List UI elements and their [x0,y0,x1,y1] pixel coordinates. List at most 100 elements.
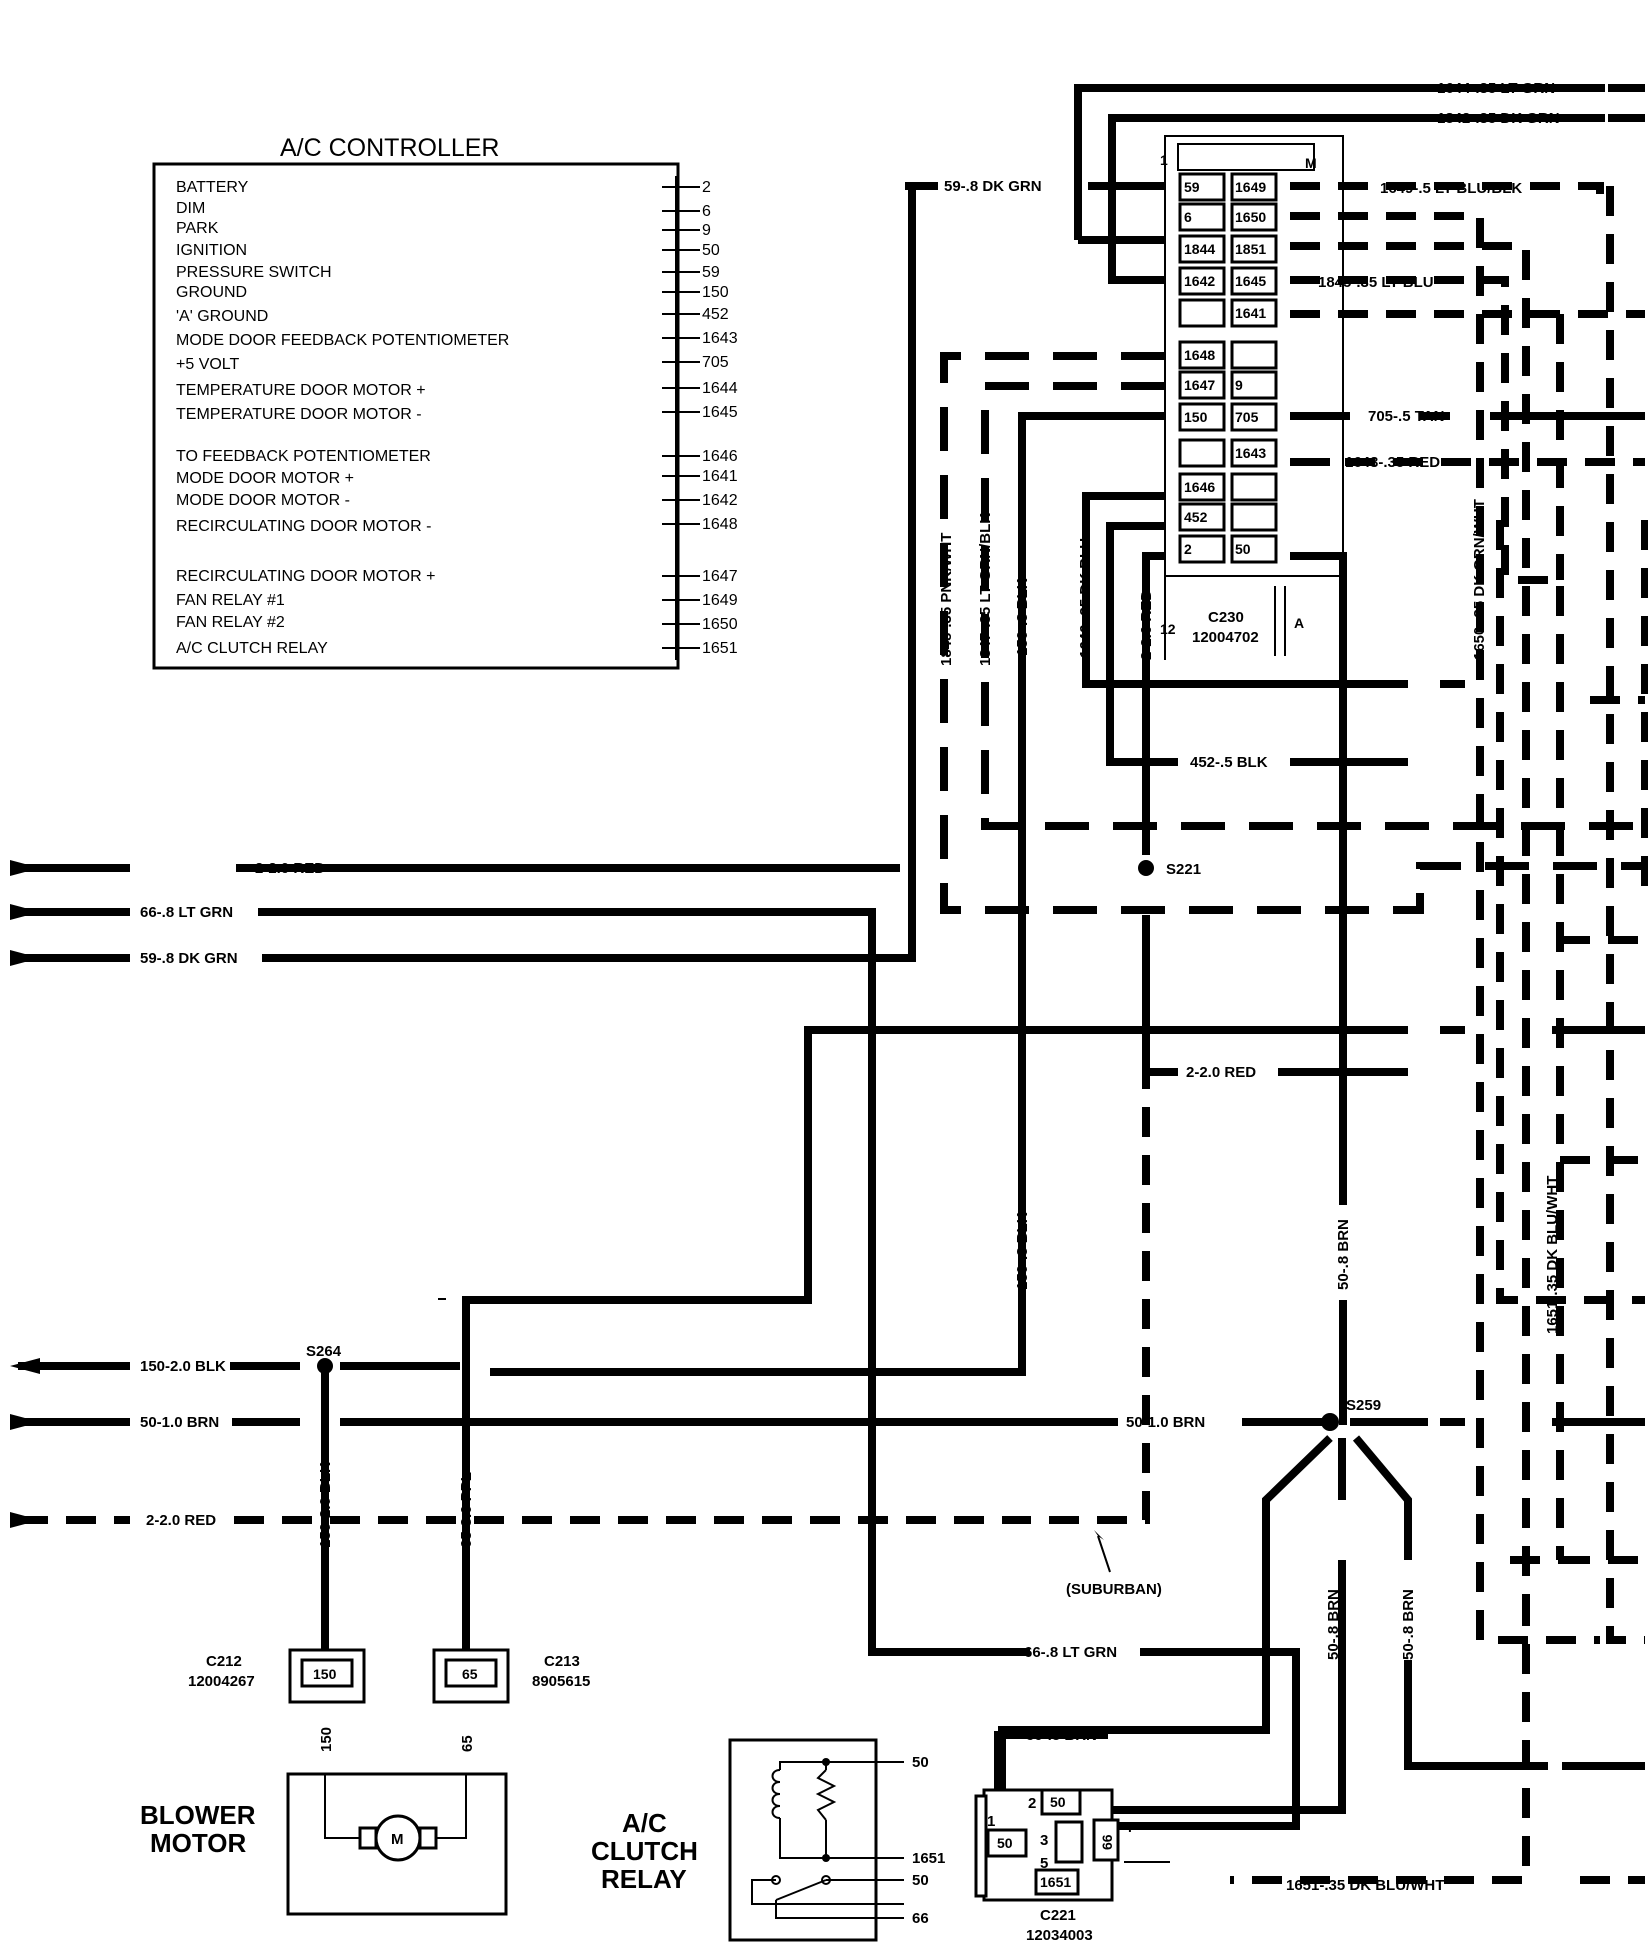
label-1650: 1650-.35 DK GRN/WHT [1471,499,1488,660]
label-150-v1: 150-.8 BLK [1014,578,1031,656]
c230-cavity [1178,340,1226,370]
label-66-low: 66-.8 LT GRN [1024,1644,1117,1661]
controller-pin-number: 1650 [702,616,738,633]
controller-pin-number: 50 [702,242,720,259]
c230-cavity [1178,370,1226,400]
c230-pin-label: 150 [1184,409,1208,425]
label-suburban: (SUBURBAN) [1066,1581,1162,1598]
c221-cav-2: 2 [1028,1795,1036,1812]
c230-pin-label: 6 [1184,209,1192,225]
wire-50-branch-b [1352,1435,1412,1560]
label-s221: S221 [1166,861,1201,878]
c230-pin-label: 1649 [1235,179,1266,195]
label-50-v2: 50-.8 BRN [1325,1589,1342,1660]
arrow-out-150 [10,1358,40,1374]
relay-term-1651: 1651 [912,1850,945,1867]
label-1642: 1842-.35 DK GRN [1437,110,1560,127]
controller-function-label: DIM [176,200,205,217]
c230-cavity [1178,502,1226,532]
label-1649: 1649-.5 LT BLU/BLK [1380,180,1522,197]
label-452: 452-.5 BLK [1190,754,1268,771]
controller-function-label: 'A' GROUND [176,308,268,325]
label-1647: 1847-.35 LT GRN/BLK [977,513,994,666]
c221-cav-1: 1 [987,1813,995,1830]
splices [317,860,1339,1431]
controller-pin-number: 1646 [702,448,738,465]
label-2-v: 2-2.0 RED [1138,590,1155,660]
wire-50-vertical [1290,552,1347,1205]
relay-title-2: CLUTCH [591,1836,698,1866]
c230-pin-label: 9 [1235,377,1243,393]
c230-cavity [1230,402,1278,432]
wire-66 [258,908,1030,1656]
controller-function-label: +5 VOLT [176,356,240,373]
c212-part: 12004267 [188,1673,255,1690]
wire-1644 [1074,84,1605,240]
label-150-out: 150-2.0 BLK [140,1358,226,1375]
controller-box [152,162,680,670]
c230-part: 12004702 [1192,629,1259,646]
arrow-in-2-dashed [10,1512,40,1528]
wire-1642 [1108,114,1605,258]
c230-pin-label: 1650 [1235,209,1266,225]
c230-corner-12: 12 [1160,621,1176,637]
controller-function-label: BATTERY [176,179,249,196]
label-1651-low: 1651-.35 DK BLU/WHT [1286,1877,1444,1894]
c230-cavity [1178,266,1226,296]
wire-1651 [1290,242,1530,1596]
c230-cavity [1178,402,1226,432]
c213-pin: 65 [462,1666,478,1682]
blower-motor: 150 65 M BLOWER MOTOR [140,1727,508,1916]
controller-function-label: RECIRCULATING DOOR MOTOR - [176,518,431,535]
label-65: 65-3.0 PPL [458,1472,475,1548]
c230-cavity [1178,172,1226,202]
label-2-in-dashed: 2-2.0 RED [146,1512,216,1529]
wire-1645 [1290,276,1564,1560]
label-50-in: 50-1.0 BRN [140,1414,219,1431]
controller-pin-number: 1651 [702,640,738,657]
c212-pin: 150 [313,1666,337,1682]
c221-pin-1: 50 [997,1835,1013,1851]
label-1648: 1848-.35 PNK/WHT [938,533,955,666]
arrow-in-59 [10,950,40,966]
wire-50-branch-a [998,1435,1333,1800]
label-1643: 1643-.35 RED [1345,454,1440,471]
label-50-horiz: 50-1.0 BRN [1126,1414,1205,1431]
c230-pin-label: 705 [1235,409,1259,425]
blower-title-2: MOTOR [150,1828,247,1858]
c230-cavity [1178,234,1226,264]
c221-id: C221 [1040,1907,1076,1924]
c221-pin-2: 50 [1050,1794,1066,1810]
label-66-in: 66-.8 LT GRN [140,904,233,921]
controller-pin-number: 1649 [702,592,738,609]
controller-function-label: FAN RELAY #2 [176,614,285,631]
c221-cav-4: 4 [1124,1819,1133,1836]
c230-cavity [1230,298,1278,328]
c230-latch [1177,143,1315,171]
relay-box [728,1738,878,1942]
c230-cavity [1230,370,1278,400]
splice-s264 [317,1358,333,1374]
c230-cavity [1230,234,1278,264]
dashed-wires [18,182,1648,1884]
c213-id: C213 [544,1653,580,1670]
controller-function-label: IGNITION [176,242,247,259]
controller-pin-number: 2 [702,179,711,196]
controller-function-label: MODE DOOR MOTOR - [176,492,350,509]
c230-cavity [1178,298,1226,328]
controller-pin-number: 1645 [702,404,738,421]
connector-c221: 1 2 3 4 5 50 50 66 1651 C221 12034003 [974,1788,1170,1944]
label-1651-v: 1651-.35 DK BLU/WHT [1544,1176,1561,1334]
controller-function-label: RECIRCULATING DOOR MOTOR + [176,568,435,585]
label-2-in: 2-2.0 RED [255,860,325,877]
label-s259: S259 [1346,1397,1381,1414]
c230-pin-label: 1646 [1184,479,1215,495]
relay-coil [771,1769,781,1819]
controller-function-label: MODE DOOR MOTOR + [176,470,354,487]
c230-pin-label: 1641 [1235,305,1266,321]
c230-cavity [1178,438,1226,468]
c230-cavity [1230,266,1278,296]
c221-part: 12034003 [1026,1927,1093,1944]
controller-function-label: PRESSURE SWITCH [176,264,332,281]
